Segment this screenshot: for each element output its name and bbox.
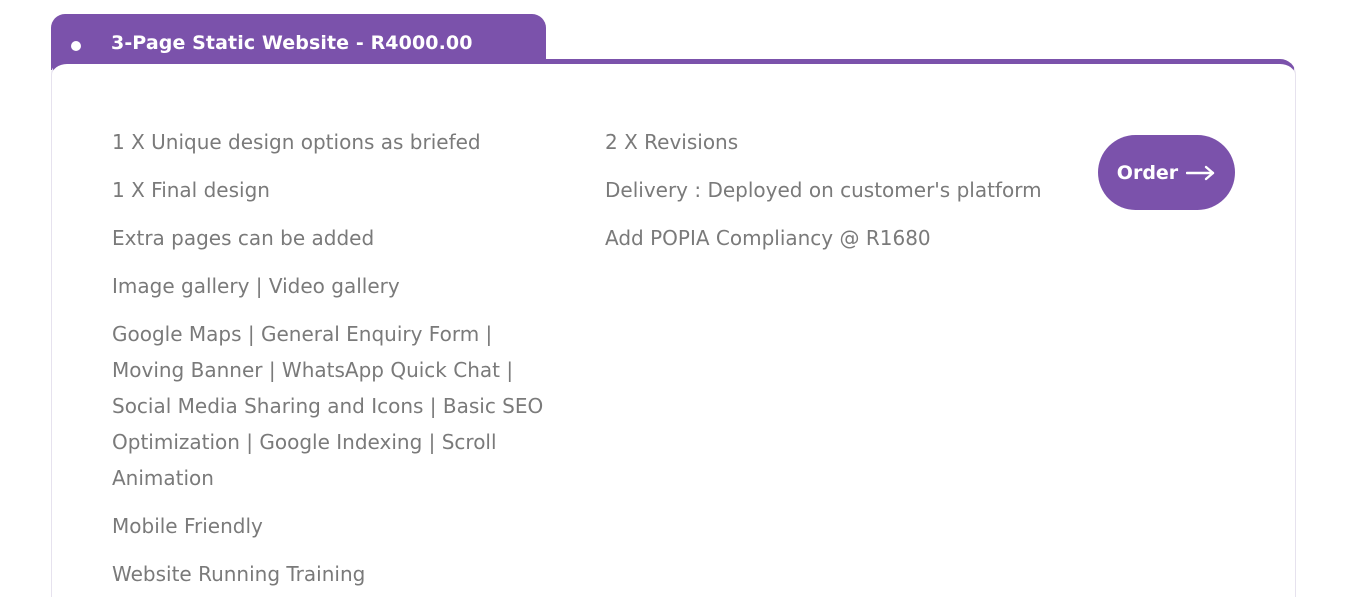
feature-item: Image gallery | Video gallery — [112, 274, 400, 298]
feature-item: Mobile Friendly — [112, 514, 263, 538]
feature-item: Google Maps | General Enquiry Form | Mov… — [112, 322, 544, 490]
order-button[interactable]: Order — [1098, 135, 1235, 210]
feature-item: 1 X Final design — [112, 178, 270, 202]
order-button-label: Order — [1116, 161, 1179, 184]
feature-item: Website Running Training — [112, 562, 366, 586]
arrow-right-icon — [1186, 165, 1216, 181]
feature-item: 2 X Revisions — [605, 130, 739, 154]
feature-item: 1 X Unique design options as briefed — [112, 130, 481, 154]
package-title: 3-Page Static Website - R4000.00 — [111, 32, 473, 54]
feature-item: Add POPIA Compliancy @ R1680 — [605, 226, 931, 250]
bullet-dot-icon — [71, 41, 81, 51]
feature-item: Delivery : Deployed on customer's platfo… — [605, 178, 1042, 202]
feature-item: Extra pages can be added — [112, 226, 375, 250]
feature-list-left: 1 X Unique design options as briefed 1 X… — [112, 124, 562, 597]
package-card: 1 X Unique design options as briefed 1 X… — [51, 59, 1296, 597]
feature-list-right: 2 X Revisions Delivery : Deployed on cus… — [605, 124, 1075, 268]
